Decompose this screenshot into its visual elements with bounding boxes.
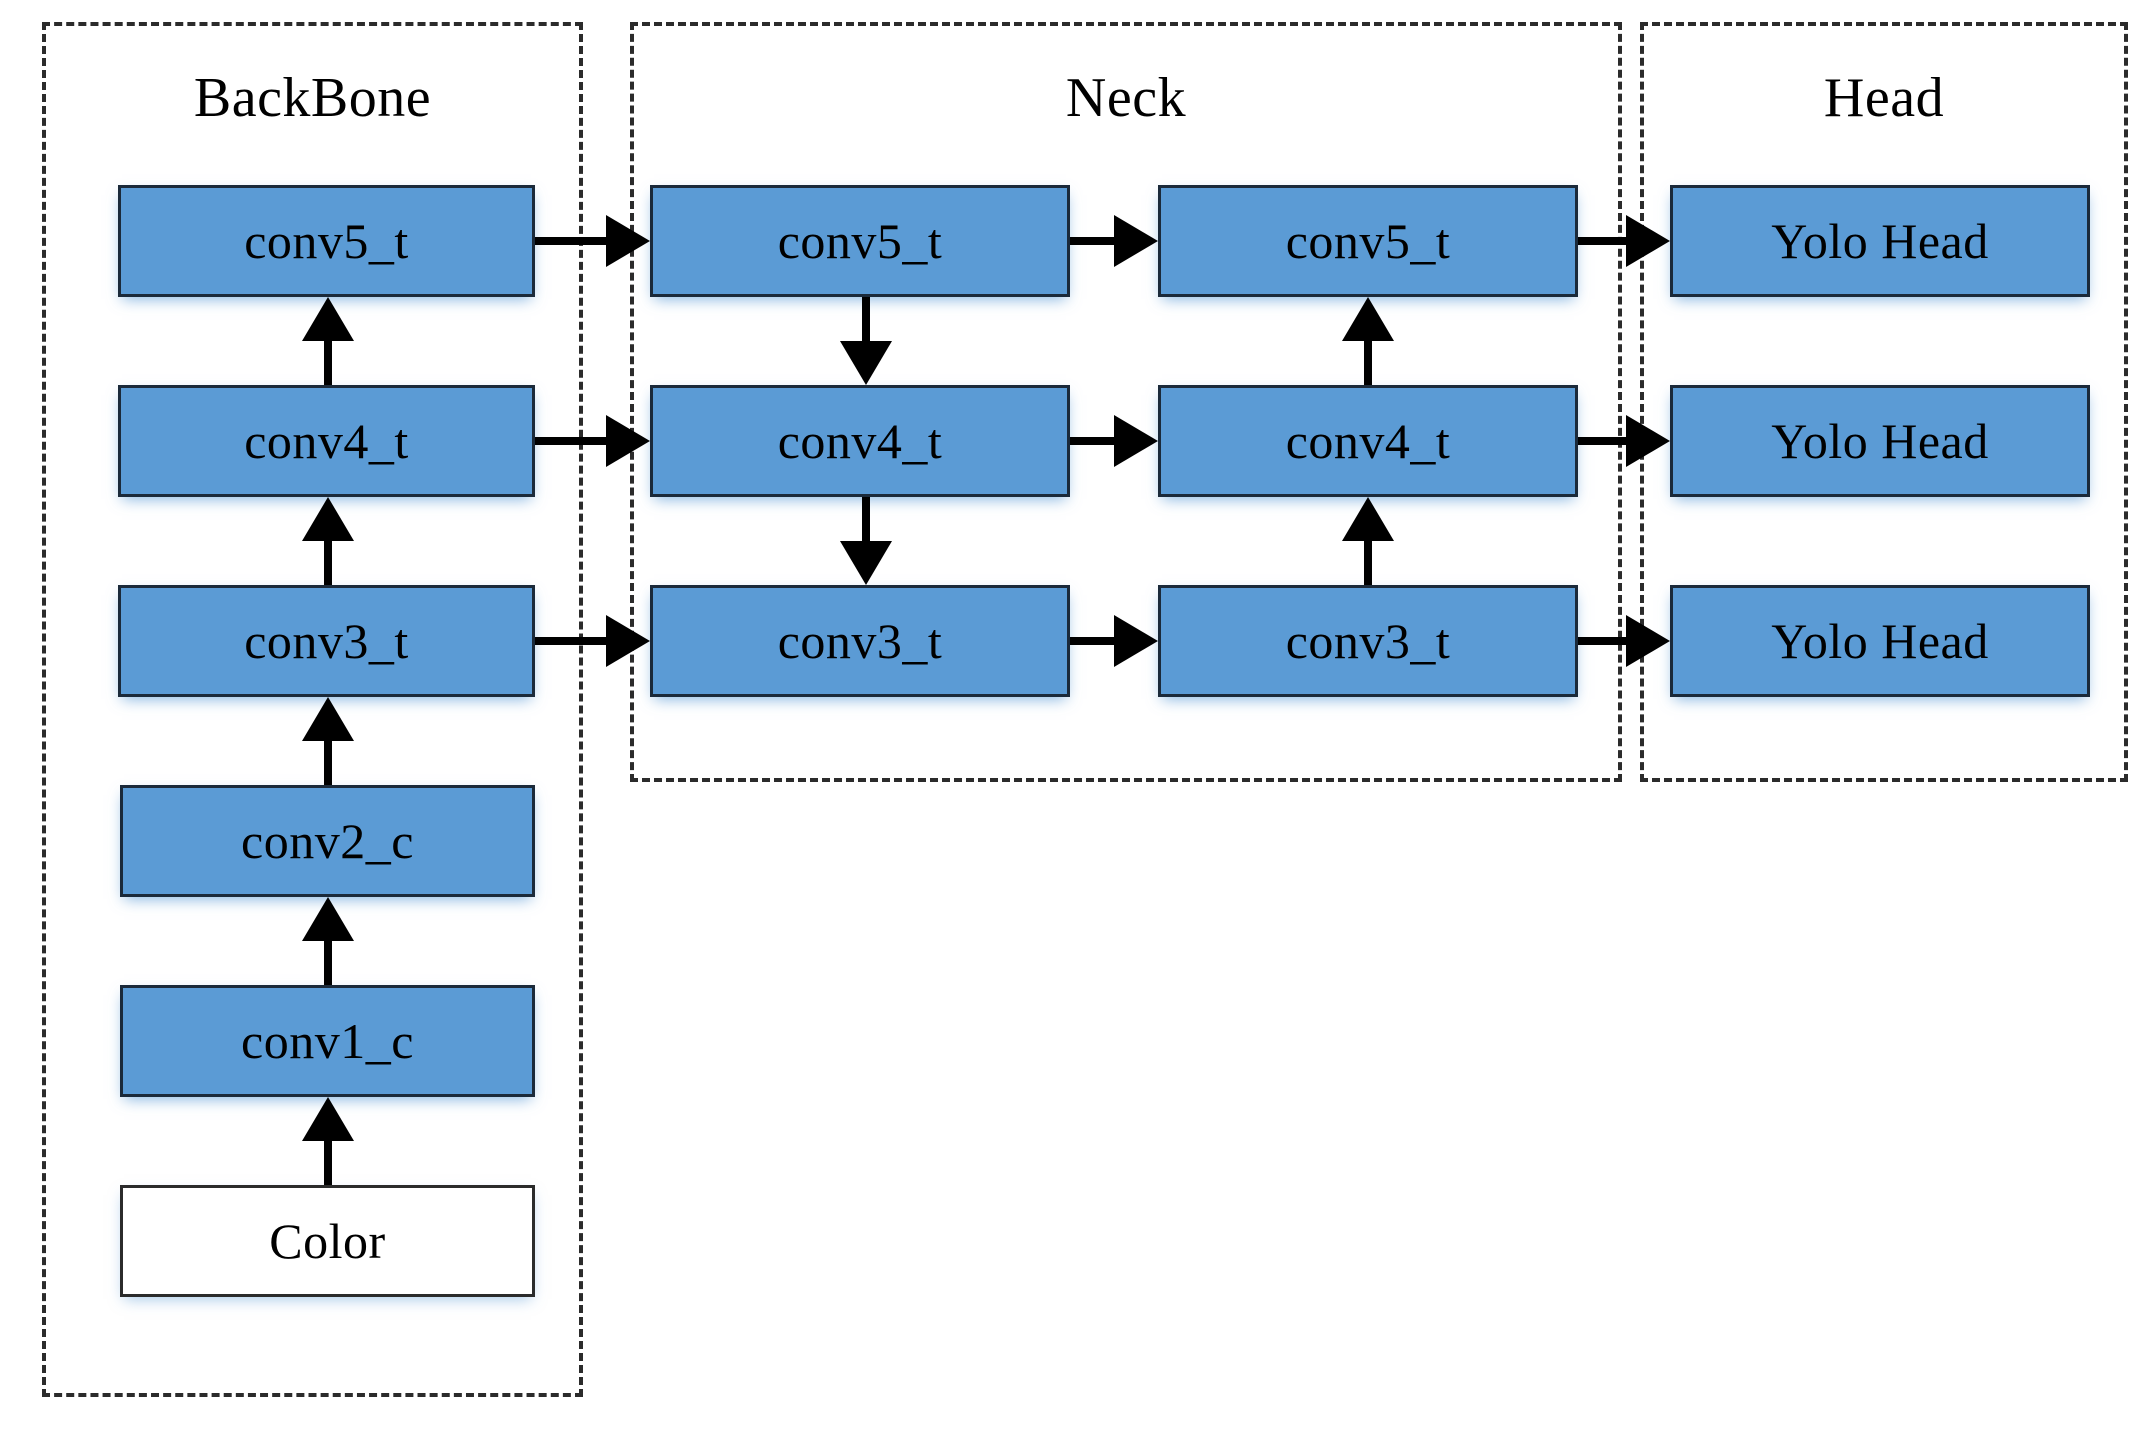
arrow-head bbox=[606, 215, 650, 267]
arrow-neck-conv5-to-conv4 bbox=[840, 297, 892, 385]
arrow-backbone-conv4-to-neck bbox=[535, 415, 650, 467]
arrow-shaft bbox=[324, 525, 332, 585]
arrow-head bbox=[1342, 497, 1394, 541]
arrow-conv4-to-conv5 bbox=[302, 297, 354, 385]
arrow-conv3-to-conv4 bbox=[302, 497, 354, 585]
arrow-shaft bbox=[324, 325, 332, 385]
arrow-head bbox=[302, 897, 354, 941]
arrow-head bbox=[302, 697, 354, 741]
arrow-shaft bbox=[1364, 525, 1372, 585]
arrow-shaft bbox=[324, 1125, 332, 1185]
arrow-shaft bbox=[1070, 437, 1118, 445]
arrow-shaft bbox=[535, 637, 610, 645]
arrow-head bbox=[1626, 215, 1670, 267]
arrow-shaft bbox=[1070, 237, 1118, 245]
node-neck-bu-conv4[interactable]: conv4_t bbox=[1158, 385, 1578, 497]
section-backbone bbox=[42, 22, 583, 1397]
node-neck-bu-conv5[interactable]: conv5_t bbox=[1158, 185, 1578, 297]
arrow-head bbox=[1626, 415, 1670, 467]
arrow-head bbox=[840, 541, 892, 585]
arrow-shaft bbox=[862, 297, 870, 357]
arrow-shaft bbox=[324, 925, 332, 985]
node-head-yolo-small[interactable]: Yolo Head bbox=[1670, 585, 2090, 697]
arrow-backbone-conv3-to-neck bbox=[535, 615, 650, 667]
arrow-neck-bu-conv3-to-conv4 bbox=[1342, 497, 1394, 585]
node-backbone-conv4[interactable]: conv4_t bbox=[118, 385, 535, 497]
arrow-neck-to-head-medium bbox=[1578, 415, 1670, 467]
node-neck-bu-conv3[interactable]: conv3_t bbox=[1158, 585, 1578, 697]
node-backbone-color[interactable]: Color bbox=[120, 1185, 535, 1297]
section-head bbox=[1640, 22, 2128, 782]
arrow-head bbox=[302, 497, 354, 541]
section-title-head: Head bbox=[1823, 67, 1945, 129]
arrow-head bbox=[1114, 615, 1158, 667]
arrow-shaft bbox=[1578, 637, 1630, 645]
arrow-backbone-conv5-to-neck bbox=[535, 215, 650, 267]
arrow-neck-bu-conv4-to-conv5 bbox=[1342, 297, 1394, 385]
arrow-color-to-conv1 bbox=[302, 1097, 354, 1185]
arrow-neck-to-head-small bbox=[1578, 615, 1670, 667]
arrow-head bbox=[606, 415, 650, 467]
node-backbone-conv2[interactable]: conv2_c bbox=[120, 785, 535, 897]
arrow-head bbox=[1114, 415, 1158, 467]
node-backbone-conv5[interactable]: conv5_t bbox=[118, 185, 535, 297]
node-head-yolo-medium[interactable]: Yolo Head bbox=[1670, 385, 2090, 497]
arrow-head bbox=[1342, 297, 1394, 341]
arrow-neck-conv4-to-conv3 bbox=[840, 497, 892, 585]
arrow-shaft bbox=[535, 237, 610, 245]
node-neck-td-conv5[interactable]: conv5_t bbox=[650, 185, 1070, 297]
arrow-head bbox=[840, 341, 892, 385]
arrow-shaft bbox=[1070, 637, 1118, 645]
node-backbone-conv3[interactable]: conv3_t bbox=[118, 585, 535, 697]
arrow-shaft bbox=[535, 437, 610, 445]
section-neck bbox=[630, 22, 1622, 782]
arrow-conv2-to-conv3 bbox=[302, 697, 354, 785]
node-neck-td-conv4[interactable]: conv4_t bbox=[650, 385, 1070, 497]
arrow-conv1-to-conv2 bbox=[302, 897, 354, 985]
arrow-head bbox=[302, 1097, 354, 1141]
section-title-backbone: BackBone bbox=[193, 67, 432, 129]
arrow-neck-td-conv4-to-bu bbox=[1070, 415, 1158, 467]
arrow-neck-to-head-large bbox=[1578, 215, 1670, 267]
arrow-head bbox=[1626, 615, 1670, 667]
section-title-neck: Neck bbox=[1065, 67, 1187, 129]
arrow-shaft bbox=[1364, 325, 1372, 385]
node-head-yolo-large[interactable]: Yolo Head bbox=[1670, 185, 2090, 297]
arrow-head bbox=[302, 297, 354, 341]
node-neck-td-conv3[interactable]: conv3_t bbox=[650, 585, 1070, 697]
arrow-shaft bbox=[324, 725, 332, 785]
arrow-shaft bbox=[1578, 237, 1630, 245]
arrow-neck-td-conv5-to-bu bbox=[1070, 215, 1158, 267]
arrow-shaft bbox=[862, 497, 870, 557]
arrow-head bbox=[1114, 215, 1158, 267]
arrow-shaft bbox=[1578, 437, 1630, 445]
arrow-neck-td-conv3-to-bu bbox=[1070, 615, 1158, 667]
node-backbone-conv1[interactable]: conv1_c bbox=[120, 985, 535, 1097]
arrow-head bbox=[606, 615, 650, 667]
